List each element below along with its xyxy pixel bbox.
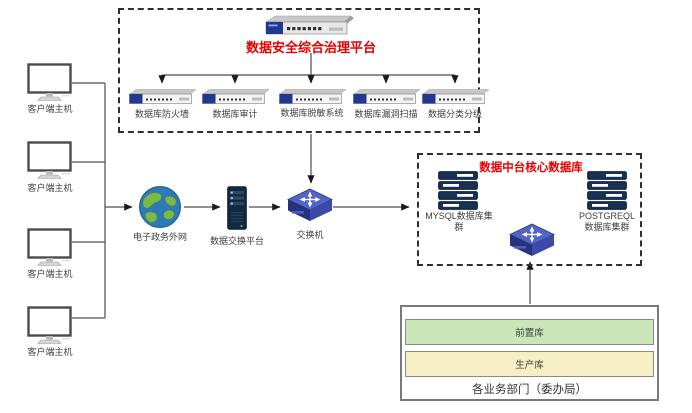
mysql-cluster-icon — [438, 171, 478, 210]
platform-title: 数据安全综合治理平台 — [245, 40, 376, 55]
business-stack: 前置库 生产库 各业务部门（委办局） — [400, 305, 659, 401]
appliance-label-firewall: 数据库防火墙 — [134, 109, 189, 119]
datacenter-title: 数据中台核心数据库 — [479, 162, 583, 174]
db-scan-appliance-icon — [353, 89, 421, 104]
server-tower-icon — [227, 186, 247, 230]
db-classify-appliance-icon — [422, 89, 490, 104]
db-audit-appliance-icon — [202, 89, 270, 104]
postgres-cluster-icon — [587, 171, 627, 210]
client-monitor-icon — [27, 228, 72, 266]
datacenter-box — [417, 153, 642, 266]
globe-icon — [139, 186, 181, 228]
core-switch-icon — [509, 223, 555, 256]
prod-db-bar: 生产库 — [405, 351, 654, 377]
prod-db-label: 生产库 — [515, 360, 544, 371]
postgres-cluster-label: POSTGREQL数据库集群 — [578, 211, 635, 232]
departments-row: 各业务部门（委办局） — [402, 378, 657, 400]
departments-label: 各业务部门（委办局） — [472, 384, 587, 396]
client-label-4: 客户端主机 — [27, 347, 73, 357]
appliance-label-audit: 数据库审计 — [212, 109, 258, 119]
client-label-3: 客户端主机 — [27, 269, 73, 279]
front-db-bar: 前置库 — [405, 319, 654, 345]
switch-icon — [287, 188, 333, 221]
appliance-label-scan: 数据库漏洞扫描 — [354, 109, 418, 119]
mysql-cluster-label: MYSQL数据库集群 — [425, 211, 493, 232]
platform-box — [118, 8, 480, 133]
client-monitor-icon — [27, 306, 72, 344]
platform-server-icon — [265, 15, 354, 35]
client-label-2: 客户端主机 — [27, 183, 73, 193]
client-label-1: 客户端主机 — [27, 104, 73, 114]
db-masking-appliance-icon — [279, 89, 347, 104]
client-monitor-icon — [27, 141, 72, 179]
front-db-label: 前置库 — [515, 328, 544, 339]
switch-label: 交换机 — [296, 230, 324, 240]
exchange-platform-label: 数据交换平台 — [209, 236, 264, 246]
client-monitor-icon — [27, 63, 72, 101]
db-firewall-appliance-icon — [129, 89, 197, 104]
appliance-label-classify: 数据分类分级 — [427, 109, 482, 119]
appliance-label-masking: 数据库脱敏系统 — [280, 108, 344, 118]
extranet-label: 电子政务外网 — [132, 232, 187, 242]
